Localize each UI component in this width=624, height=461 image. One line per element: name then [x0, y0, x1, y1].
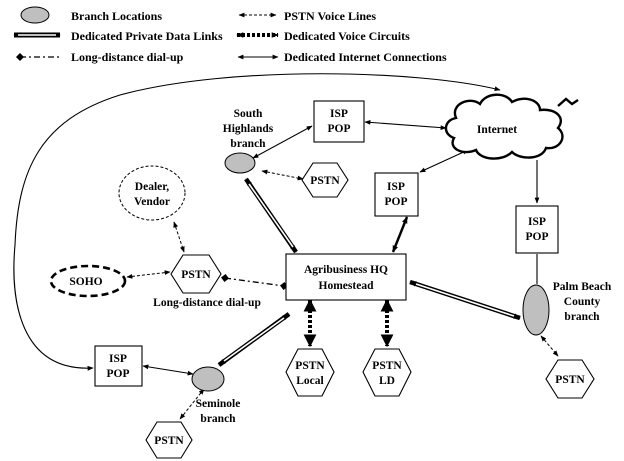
private-link-palm-beach [409, 279, 521, 321]
legend-pstn-voice-lines: PSTN Voice Lines [284, 9, 376, 23]
legend-long-distance: Long-distance dial-up [71, 50, 184, 64]
long-distance-label: Long-distance dial-up [153, 297, 261, 309]
voice-line-dealer [173, 221, 185, 253]
svg-text:SOHO: SOHO [69, 276, 102, 288]
internet-link-top-isp [364, 120, 447, 130]
legend-internet-connections: Dedicated Internet Connections [284, 50, 447, 64]
voice-line-soho [126, 270, 171, 279]
svg-text:LD: LD [379, 375, 395, 387]
internet-link-south-highlands [252, 125, 313, 159]
private-link-seminole [217, 312, 291, 367]
internet-cloud: Internet [444, 93, 579, 160]
seminole-branch: Seminole branch [191, 366, 241, 425]
svg-text:ISP: ISP [387, 181, 405, 193]
branch-location-symbol [20, 6, 50, 24]
svg-text:PSTN: PSTN [372, 360, 402, 372]
svg-text:ISP: ISP [109, 353, 127, 365]
svg-text:PSTN: PSTN [295, 360, 325, 372]
svg-text:POP: POP [385, 196, 408, 208]
svg-text:Homestead: Homestead [319, 280, 375, 292]
svg-text:ISP: ISP [528, 216, 546, 228]
svg-text:POP: POP [328, 123, 351, 135]
voice-line-palm [540, 335, 559, 357]
svg-text:ISP: ISP [330, 108, 348, 120]
pstn-south: PSTN [301, 162, 349, 198]
private-link-south-highlands [244, 177, 298, 254]
svg-text:Local: Local [296, 375, 323, 387]
svg-text:Vendor: Vendor [134, 196, 170, 208]
svg-text:Highlands: Highlands [223, 123, 274, 135]
voice-line-seminole [179, 388, 205, 420]
palm-beach-branch: Palm Beach County branch [522, 281, 612, 336]
svg-text:South: South [234, 108, 263, 120]
internet-link-curve [13, 73, 501, 371]
svg-text:PSTN: PSTN [154, 435, 184, 447]
svg-text:POP: POP [107, 368, 130, 380]
svg-text:PSTN: PSTN [555, 374, 585, 386]
svg-text:Dealer,: Dealer, [135, 181, 170, 193]
south-highlands-branch: South Highlands branch [223, 108, 274, 174]
legend-branch-locations: Branch Locations [71, 9, 162, 23]
soho: SOHO [49, 264, 127, 298]
hq-isp-link [391, 216, 409, 253]
svg-text:branch: branch [230, 138, 266, 150]
legend: Branch Locations PSTN Voice Lines Dedica… [13, 6, 447, 64]
isp-pop-right: ISP POP [515, 205, 559, 254]
svg-text:branch: branch [200, 413, 236, 425]
pstn-seminole: PSTN [145, 421, 193, 459]
svg-text:POP: POP [526, 231, 549, 243]
svg-text:branch: branch [564, 311, 600, 323]
isp-pop-top: ISP POP [313, 100, 365, 143]
internet-link-mid-isp [419, 149, 469, 173]
pstn-ld: PSTN LD [362, 348, 412, 397]
internet-label: Internet [477, 124, 517, 136]
isp-pop-mid: ISP POP [374, 172, 419, 217]
long-distance-link [221, 274, 288, 290]
pstn-center: PSTN [170, 254, 222, 294]
voice-line-south [261, 169, 304, 181]
svg-text:Agribusiness HQ: Agribusiness HQ [304, 264, 388, 276]
svg-text:Palm Beach: Palm Beach [553, 281, 612, 293]
legend-voice-circuits: Dedicated Voice Circuits [284, 29, 410, 43]
dealer-vendor: Dealer, Vendor [118, 165, 186, 221]
svg-text:PSTN: PSTN [310, 175, 340, 187]
internet-link-seminole [142, 364, 194, 376]
pstn-palm: PSTN [545, 359, 595, 399]
connections [13, 73, 559, 420]
svg-text:Seminole: Seminole [196, 398, 241, 410]
legend-private-data-links: Dedicated Private Data Links [71, 29, 223, 43]
pstn-local: PSTN Local [285, 348, 335, 397]
svg-text:County: County [564, 296, 601, 308]
hq-box: Agribusiness HQ Homestead [285, 253, 407, 301]
svg-text:PSTN: PSTN [181, 269, 211, 281]
isp-pop-left: ISP POP [94, 345, 143, 387]
